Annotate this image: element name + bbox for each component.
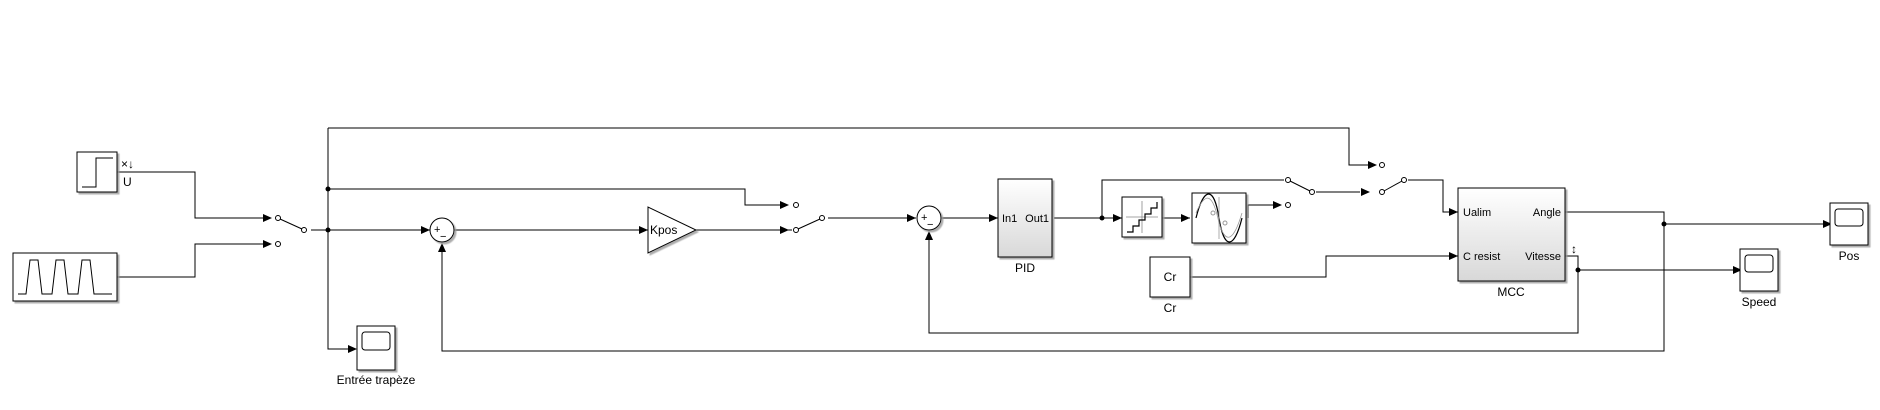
wire-trapeze-switch1[interactable] bbox=[117, 243, 265, 278]
scope-speed[interactable]: Speed bbox=[1739, 248, 1779, 309]
scope-entree-trapeze[interactable]: Entrée trapèze bbox=[337, 325, 416, 387]
scope-trapeze-label: Entrée trapèze bbox=[337, 373, 416, 387]
manual-switch-2[interactable] bbox=[793, 202, 825, 233]
sum-block-2[interactable]: + − bbox=[916, 205, 942, 231]
branch-points bbox=[325, 186, 1667, 273]
sum2-minus: − bbox=[927, 219, 933, 231]
mcc-port-angle: Angle bbox=[1533, 207, 1561, 219]
pid-port-out: Out1 bbox=[1025, 213, 1049, 225]
wire-feed-switch2[interactable] bbox=[328, 188, 782, 206]
mcc-port-vitesse: Vitesse bbox=[1525, 251, 1561, 263]
sum1-plus: + bbox=[434, 224, 440, 236]
mcc-port-ualim: Ualim bbox=[1463, 207, 1491, 219]
signal-lines bbox=[117, 127, 1826, 352]
wire-angle-pos[interactable] bbox=[1565, 211, 1826, 225]
sum-block-1[interactable]: + − bbox=[429, 217, 455, 243]
wire-vitesse-speed[interactable] bbox=[1565, 255, 1736, 271]
manual-switch-3[interactable] bbox=[1285, 177, 1315, 208]
scope-speed-label: Speed bbox=[1742, 295, 1777, 309]
cr-constant-block[interactable]: Cr Cr bbox=[1149, 256, 1191, 315]
manual-switch-1[interactable] bbox=[275, 215, 307, 247]
wire-bus-vertical[interactable] bbox=[327, 128, 350, 350]
scope-pos[interactable]: Pos bbox=[1829, 202, 1869, 263]
sine-lookup-block[interactable] bbox=[1191, 192, 1247, 244]
wire-cr-mcc[interactable] bbox=[1190, 255, 1458, 278]
step-label: U bbox=[123, 175, 132, 189]
trapeze-signal-block[interactable] bbox=[12, 252, 118, 302]
wire-step-switch1[interactable] bbox=[117, 171, 265, 219]
gain-text: Kpos bbox=[650, 223, 677, 237]
pid-port-in: In1 bbox=[1002, 213, 1017, 225]
cr-label: Cr bbox=[1164, 301, 1177, 315]
wire-feedback-angle[interactable] bbox=[441, 224, 1665, 352]
wire-top-feed[interactable] bbox=[328, 127, 1370, 166]
wire-switch5-mcc[interactable] bbox=[1408, 179, 1458, 213]
scope-pos-label: Pos bbox=[1839, 249, 1860, 263]
arrowheads bbox=[263, 161, 1832, 353]
quantizer-block[interactable] bbox=[1121, 196, 1163, 238]
manual-switch-4[interactable] bbox=[1379, 162, 1407, 195]
mcc-port-cresist: C resist bbox=[1463, 251, 1500, 263]
mcc-label: MCC bbox=[1497, 285, 1525, 299]
wire-feedback-speed[interactable] bbox=[928, 235, 1579, 334]
sum1-minus: − bbox=[440, 231, 446, 243]
step-block[interactable]: ×↓ U bbox=[76, 151, 134, 193]
cr-text: Cr bbox=[1164, 270, 1177, 284]
sum2-plus: + bbox=[921, 212, 927, 224]
wire-sine-switch4[interactable] bbox=[1247, 204, 1275, 218]
mcc-glyph: ↕ bbox=[1571, 242, 1577, 256]
pid-label: PID bbox=[1015, 261, 1035, 275]
mcc-subsystem[interactable]: Ualim C resist Angle Vitesse MCC ↕ bbox=[1457, 187, 1577, 299]
wire-to-switch3[interactable] bbox=[1101, 179, 1284, 218]
pid-subsystem[interactable]: In1 Out1 PID bbox=[997, 178, 1053, 275]
gain-kpos-block[interactable]: Kpos bbox=[647, 206, 698, 254]
step-glyph: ×↓ bbox=[121, 157, 134, 171]
